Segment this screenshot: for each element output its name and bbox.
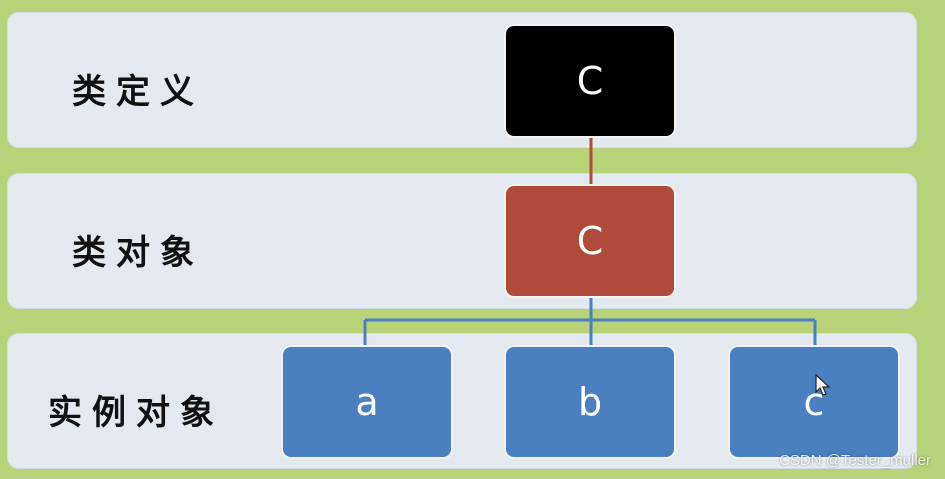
- instance-objects-label: 实例对象: [48, 393, 224, 433]
- class-definition-label: 类定义: [72, 72, 204, 112]
- class-object-label: 类对象: [72, 233, 204, 273]
- class-object-band: [7, 173, 917, 309]
- instance-node-b: b: [506, 347, 674, 457]
- instance-node-c: c: [730, 347, 898, 457]
- watermark: CSDN @Tester_muller: [779, 452, 931, 469]
- instance-node-a: a: [283, 347, 451, 457]
- class-definition-node: C: [506, 26, 674, 136]
- class-object-node: C: [506, 186, 674, 296]
- mouse-cursor-icon: [815, 374, 831, 396]
- class-definition-band: [7, 12, 917, 148]
